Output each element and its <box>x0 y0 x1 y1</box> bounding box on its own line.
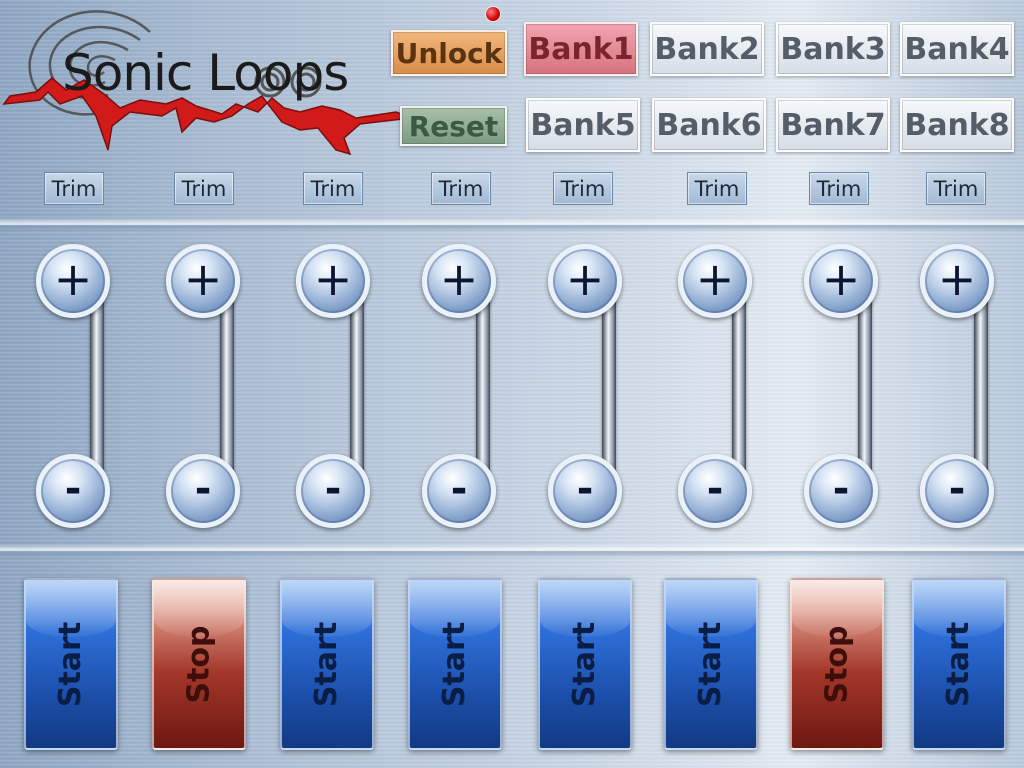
minus-icon: - <box>706 466 724 513</box>
minus-icon: - <box>948 466 966 513</box>
volume-down-button[interactable]: - <box>422 454 496 528</box>
volume-up-button[interactable]: + <box>804 244 878 318</box>
channel-3-volume: + - <box>296 244 376 534</box>
volume-down-button[interactable]: - <box>548 454 622 528</box>
bank-1-button[interactable]: Bank1 <box>524 22 638 76</box>
minus-icon: - <box>194 466 212 513</box>
channel-2-volume: + - <box>166 244 246 534</box>
minus-icon: - <box>324 466 342 513</box>
volume-rail[interactable] <box>858 282 872 482</box>
channel-7-start-stop-button[interactable]: Stop <box>790 578 884 750</box>
volume-up-button[interactable]: + <box>422 244 496 318</box>
volume-rail[interactable] <box>974 282 988 482</box>
volume-rail[interactable] <box>732 282 746 482</box>
volume-up-button[interactable]: + <box>166 244 240 318</box>
plus-icon: + <box>937 251 977 306</box>
channel-6-volume: + - <box>678 244 758 534</box>
volume-rail[interactable] <box>350 282 364 482</box>
separator-bottom <box>0 544 1024 558</box>
bank-4-button[interactable]: Bank4 <box>900 22 1014 76</box>
volume-up-button[interactable]: + <box>548 244 622 318</box>
channel-6-start-stop-button[interactable]: Start <box>664 578 758 750</box>
separator-top <box>0 218 1024 232</box>
plus-icon: + <box>53 251 93 306</box>
minus-icon: - <box>576 466 594 513</box>
volume-down-button[interactable]: - <box>166 454 240 528</box>
bank-5-button[interactable]: Bank5 <box>526 98 640 152</box>
logo-swirl-icon <box>2 10 413 156</box>
plus-icon: + <box>183 251 223 306</box>
logo-figures-icon <box>2 77 413 156</box>
reset-button[interactable]: Reset <box>400 106 507 146</box>
plus-icon: + <box>565 251 605 306</box>
channel-5-start-stop-button[interactable]: Start <box>538 578 632 750</box>
channel-3-start-stop-button[interactable]: Start <box>280 578 374 750</box>
trim-button-2[interactable]: Trim <box>174 172 234 205</box>
minus-icon: - <box>832 466 850 513</box>
volume-up-button[interactable]: + <box>36 244 110 318</box>
unlock-button[interactable]: Unlock <box>391 30 507 76</box>
trim-button-6[interactable]: Trim <box>687 172 747 205</box>
volume-down-button[interactable]: - <box>678 454 752 528</box>
volume-rail[interactable] <box>602 282 616 482</box>
channel-5-volume: + - <box>548 244 628 534</box>
bank-8-button[interactable]: Bank8 <box>900 98 1014 152</box>
channel-1-volume: + - <box>36 244 116 534</box>
volume-down-button[interactable]: - <box>36 454 110 528</box>
channel-4-start-stop-button[interactable]: Start <box>408 578 502 750</box>
plus-icon: + <box>439 251 479 306</box>
channel-2-start-stop-button[interactable]: Stop <box>152 578 246 750</box>
channel-8-start-stop-button[interactable]: Start <box>912 578 1006 750</box>
status-indicator <box>486 7 500 21</box>
volume-down-button[interactable]: - <box>804 454 878 528</box>
channel-8-volume: + - <box>920 244 1000 534</box>
channel-1-start-stop-button[interactable]: Start <box>24 578 118 750</box>
minus-icon: - <box>64 466 82 513</box>
bank-6-button[interactable]: Bank6 <box>652 98 766 152</box>
plus-icon: + <box>821 251 861 306</box>
logo-title: Sonic Loops <box>62 44 349 102</box>
bank-3-button[interactable]: Bank3 <box>776 22 890 76</box>
bank-7-button[interactable]: Bank7 <box>776 98 890 152</box>
logo: Sonic Loops <box>0 0 420 170</box>
plus-icon: + <box>313 251 353 306</box>
volume-rail[interactable] <box>90 282 104 482</box>
volume-down-button[interactable]: - <box>296 454 370 528</box>
volume-up-button[interactable]: + <box>678 244 752 318</box>
trim-button-5[interactable]: Trim <box>553 172 613 205</box>
minus-icon: - <box>450 466 468 513</box>
plus-icon: + <box>695 251 735 306</box>
trim-button-4[interactable]: Trim <box>431 172 491 205</box>
volume-down-button[interactable]: - <box>920 454 994 528</box>
volume-up-button[interactable]: + <box>296 244 370 318</box>
volume-rail[interactable] <box>476 282 490 482</box>
channel-7-volume: + - <box>804 244 884 534</box>
volume-up-button[interactable]: + <box>920 244 994 318</box>
bank-2-button[interactable]: Bank2 <box>650 22 764 76</box>
channel-4-volume: + - <box>422 244 502 534</box>
trim-button-1[interactable]: Trim <box>44 172 104 205</box>
trim-button-3[interactable]: Trim <box>303 172 363 205</box>
trim-button-7[interactable]: Trim <box>809 172 869 205</box>
trim-button-8[interactable]: Trim <box>926 172 986 205</box>
volume-rail[interactable] <box>220 282 234 482</box>
